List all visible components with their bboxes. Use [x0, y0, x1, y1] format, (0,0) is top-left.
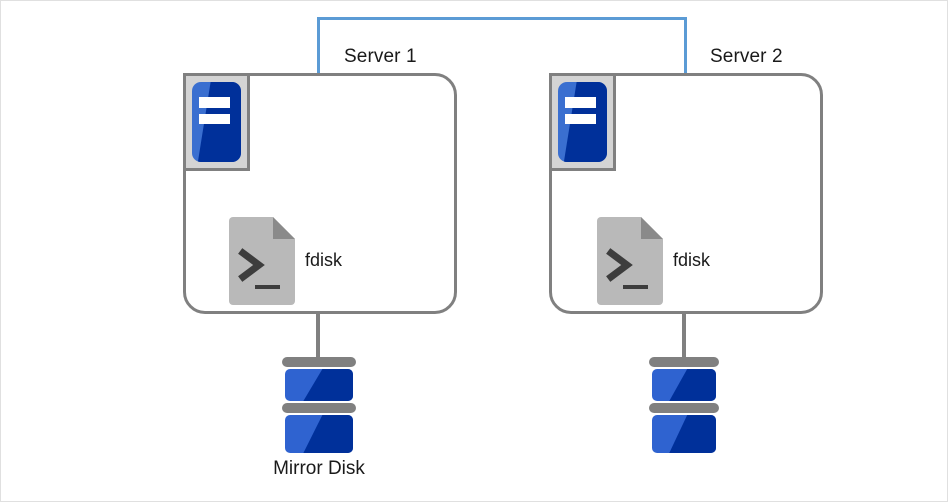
disk-platter-1 — [652, 369, 716, 401]
server-1-disk-connector — [316, 313, 320, 360]
disk-platter-2 — [285, 415, 353, 453]
server-icon-bar-bottom — [198, 114, 231, 125]
server-icon-bar-top — [564, 97, 597, 108]
disk-bar-top — [282, 357, 356, 367]
disk-platter-2 — [652, 415, 716, 453]
server-icon-bar-top — [198, 97, 231, 108]
server-2-fdisk-label: fdisk — [673, 250, 711, 270]
disk-bar-middle — [282, 403, 356, 413]
server-2-disk-icon — [649, 357, 719, 453]
interconnect-left-vertical-line — [317, 17, 320, 74]
server-1-fdisk-label: fdisk — [305, 250, 343, 270]
disk-platter-1 — [285, 369, 353, 401]
server-icon-bar-bottom — [564, 114, 597, 125]
server-2-machine-icon — [549, 73, 616, 171]
terminal-document-icon — [229, 217, 295, 305]
server-1-label: Server 1 — [344, 46, 417, 67]
server-1-disk-icon — [282, 357, 356, 453]
server-1-machine-icon — [183, 73, 250, 171]
interconnect-right-vertical-line — [684, 17, 687, 74]
terminal-document-icon — [597, 217, 663, 305]
interconnect-horizontal-line — [317, 17, 687, 20]
disk-bar-middle — [649, 403, 719, 413]
mirror-disk-label: Mirror Disk — [273, 458, 365, 479]
server-2-label: Server 2 — [710, 46, 783, 67]
disk-bar-top — [649, 357, 719, 367]
server-2-disk-connector — [682, 313, 686, 360]
server-2-fdisk-group: fdisk — [597, 217, 797, 309]
server-1-fdisk-group: fdisk — [229, 217, 429, 309]
